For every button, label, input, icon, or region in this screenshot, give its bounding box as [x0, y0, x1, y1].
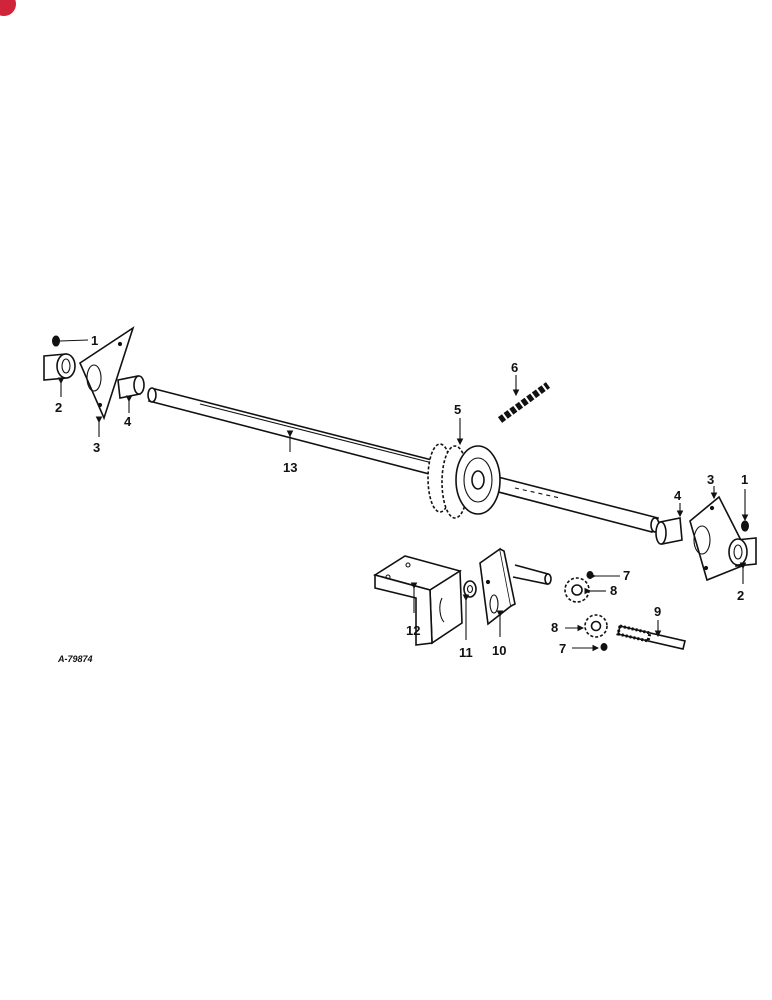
callout-7-top: 7	[623, 568, 630, 583]
callout-9: 9	[654, 604, 661, 619]
callout-10: 10	[492, 643, 506, 658]
idler-sprocket-8-bottom	[565, 614, 608, 638]
callout-1-left: 1	[91, 333, 98, 348]
right-bushing-4	[655, 503, 684, 545]
idler-sprocket-8-top	[564, 577, 606, 603]
callout-11: 11	[459, 645, 473, 660]
callout-4-left: 4	[124, 414, 132, 429]
callout-13: 13	[283, 460, 297, 475]
callout-6: 6	[511, 360, 518, 375]
callout-8-bottom: 8	[551, 620, 558, 635]
callout-3-right: 3	[707, 472, 714, 487]
callout-7-bottom: 7	[559, 641, 566, 656]
main-shaft-13	[147, 387, 660, 533]
right-bolt-1	[741, 489, 749, 532]
bolt-7-bottom	[572, 643, 608, 652]
left-bearing-2	[43, 353, 76, 397]
callout-4-right: 4	[674, 488, 682, 503]
left-bushing-4	[117, 375, 145, 413]
callout-2-left: 2	[55, 400, 62, 415]
mounting-bracket-12	[373, 555, 463, 646]
idler-plate-10	[479, 547, 552, 637]
figure-id-label: A-79874	[57, 654, 93, 664]
callout-8-top: 8	[610, 583, 617, 598]
left-bolt-1	[52, 335, 89, 347]
callout-2-right: 2	[737, 588, 744, 603]
callout-3-left: 3	[93, 440, 100, 455]
chain-6	[497, 375, 551, 423]
double-sprocket-5	[427, 418, 501, 519]
right-bearing-2	[728, 537, 757, 584]
washer-11	[462, 580, 477, 640]
callout-5: 5	[454, 402, 461, 417]
bolt-7-top	[586, 571, 620, 580]
threaded-rod-9	[616, 620, 686, 650]
callout-12: 12	[406, 623, 420, 638]
corner-badge	[0, 0, 16, 16]
left-flange-plate-3	[78, 326, 135, 437]
callout-1-right: 1	[741, 472, 748, 487]
